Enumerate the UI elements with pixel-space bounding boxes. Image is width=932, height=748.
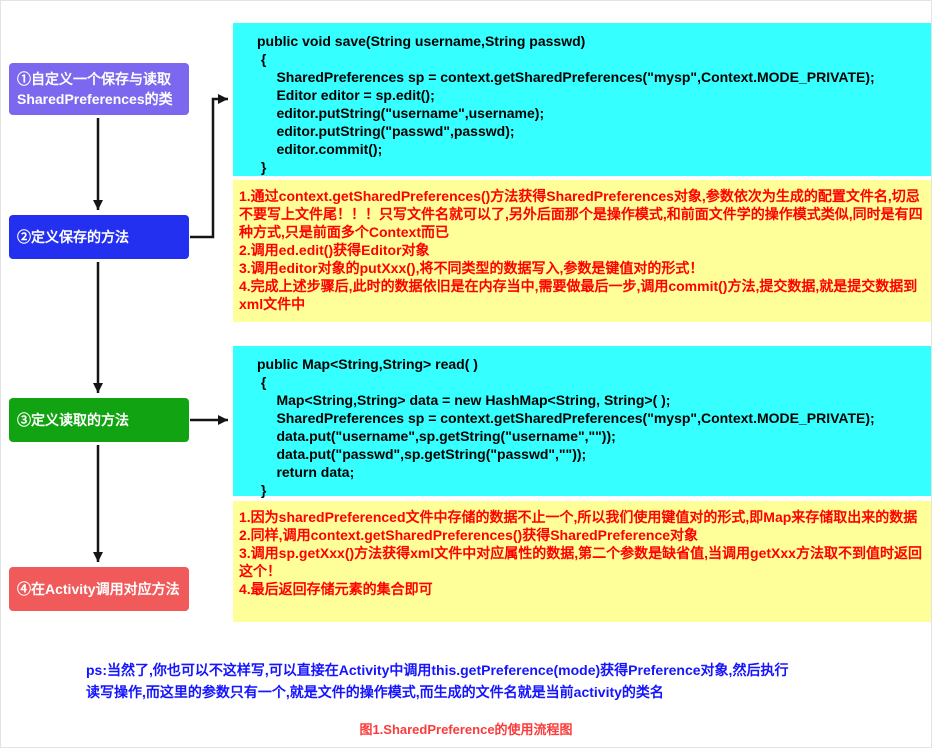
note-item: 3.调用editor对象的putXxx(),将不同类型的数据写入,参数是键值对的… bbox=[239, 260, 704, 276]
flow-step-define-read-method: ③定义读取的方法 bbox=[9, 398, 189, 442]
note-item: 4.最后返回存储元素的集合即可 bbox=[239, 581, 433, 597]
flow-step-label: ④在Activity调用对应方法 bbox=[17, 580, 180, 597]
flow-step-label: ①自定义一个保存与读取 SharedPreferences的类 bbox=[17, 70, 173, 107]
ps-note: ps:当然了,你也可以不这样写,可以直接在Activity中调用this.get… bbox=[86, 662, 789, 700]
read-code-text: public Map<String,String> read( ) { Map<… bbox=[257, 356, 875, 498]
read-notes-block: 1.因为sharedPreferenced文件中存储的数据不止一个,所以我们使用… bbox=[233, 501, 931, 622]
save-code-block: public void save(String username,String … bbox=[233, 23, 931, 176]
note-item: 4.完成上述步骤后,此时的数据依旧是在内存当中,需要做最后一步,调用commit… bbox=[239, 278, 918, 312]
flow-step-define-class: ①自定义一个保存与读取 SharedPreferences的类 bbox=[9, 63, 189, 115]
note-item: 2.调用ed.edit()获得Editor对象 bbox=[239, 242, 430, 258]
save-code-text: public void save(String username,String … bbox=[257, 33, 875, 175]
flow-step-define-save-method: ②定义保存的方法 bbox=[9, 215, 189, 259]
note-item: 2.同样,调用context.getSharedPreferences()获得S… bbox=[239, 527, 699, 543]
note-item: 1.通过context.getSharedPreferences()方法获得Sh… bbox=[239, 188, 923, 240]
read-code-block: public Map<String,String> read( ) { Map<… bbox=[233, 346, 931, 498]
save-notes-block: 1.通过context.getSharedPreferences()方法获得Sh… bbox=[233, 180, 931, 322]
note-item: 3.调用sp.getXxx()方法获得xml文件中对应属性的数据,第二个参数是缺… bbox=[239, 545, 922, 579]
flow-step-label: ②定义保存的方法 bbox=[17, 228, 129, 245]
figure-caption: 图1.SharedPreference的使用流程图 bbox=[359, 722, 573, 737]
flow-step-label: ③定义读取的方法 bbox=[17, 411, 129, 428]
arrow-step2-to-save-code bbox=[190, 94, 228, 239]
flow-step-call-in-activity: ④在Activity调用对应方法 bbox=[9, 567, 189, 611]
note-item: 1.因为sharedPreferenced文件中存储的数据不止一个,所以我们使用… bbox=[239, 509, 918, 525]
